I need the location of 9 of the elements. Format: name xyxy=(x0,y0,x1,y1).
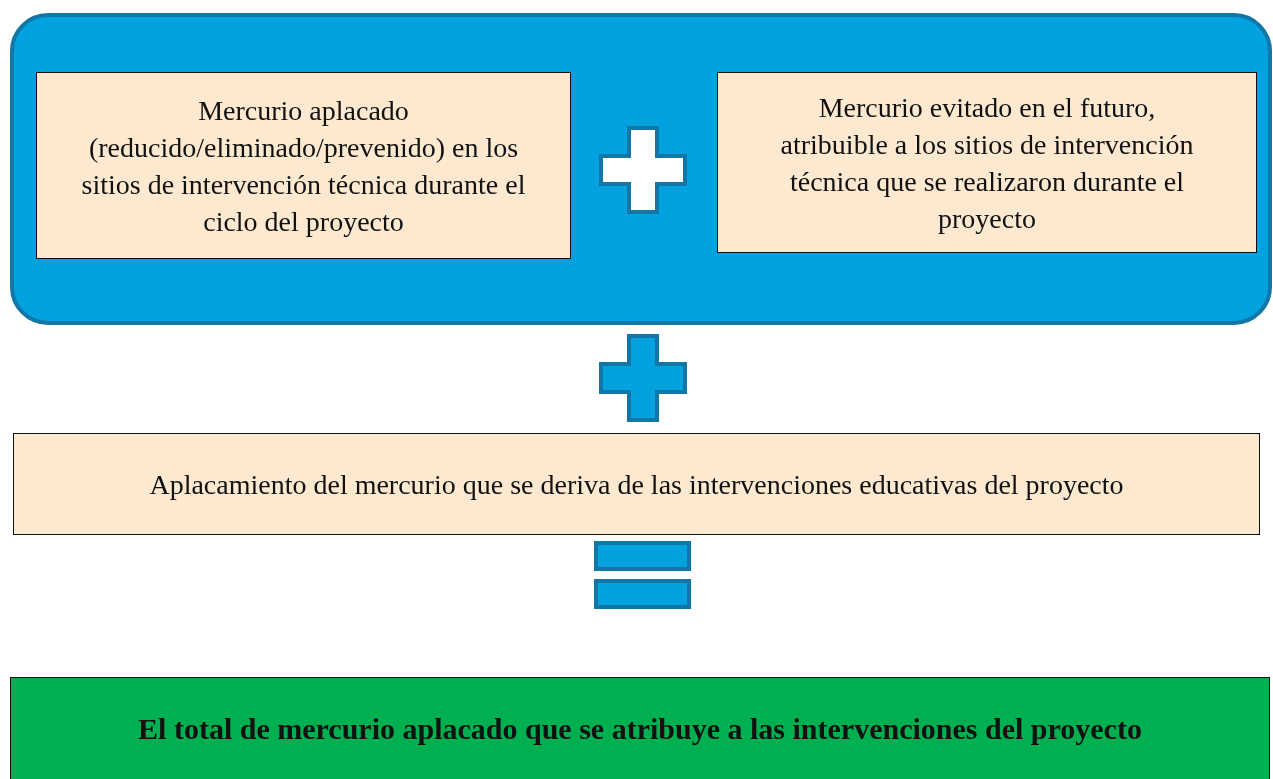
box-text: Aplacamiento del mercurio que se deriva de las intervenciones educativas del proyecto xyxy=(149,467,1124,502)
result-text: El total de mercurio aplacado que se atribuye a las intervenciones del proyecto xyxy=(138,710,1142,747)
rounded-panel xyxy=(10,13,1272,325)
text-box xyxy=(13,433,1260,535)
text-box xyxy=(36,72,571,259)
box-text: Mercurio evitado en el futuro, atribuible a los sitios de intervención técnica que se realizaron durante el proyecto xyxy=(779,90,1195,236)
text-box xyxy=(717,72,1257,253)
result-box xyxy=(10,677,1270,779)
box-text: Mercurio aplacado (reducido/eliminado/prevenido) en los sitios de intervención técnica durante el ciclo del proyecto xyxy=(81,93,526,239)
